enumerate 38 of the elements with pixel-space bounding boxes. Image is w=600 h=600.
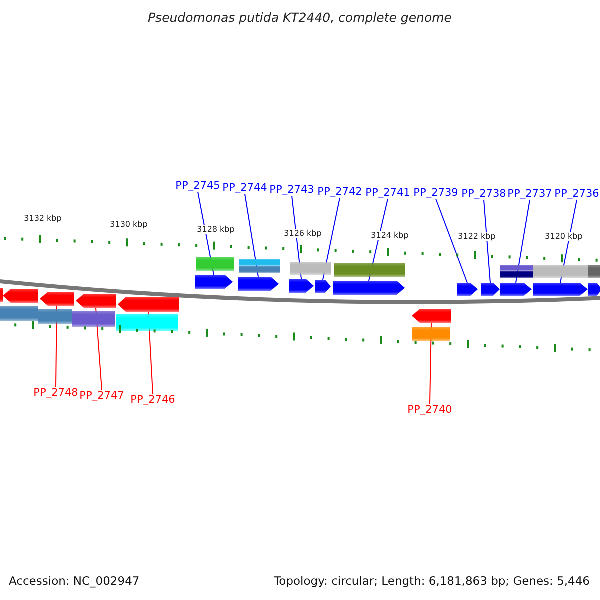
gene-symbol <box>238 277 279 291</box>
scale-label: 3126 kbp <box>283 229 323 238</box>
gene-symbol <box>315 280 331 293</box>
leader-line <box>436 198 468 284</box>
scale-label: 3120 kbp <box>544 232 584 241</box>
scale-label: 3132 kbp <box>23 214 63 223</box>
gene-symbol <box>3 289 38 303</box>
gene-label: PP_2741 <box>366 187 410 199</box>
scale-label: 3124 kbp <box>370 231 410 240</box>
scale-label: 3130 kbp <box>109 220 149 229</box>
gene-label: PP_2738 <box>462 188 506 200</box>
gene-label: PP_2748 <box>34 387 78 399</box>
gene-symbol <box>289 279 314 293</box>
gene-label: PP_2739 <box>414 187 458 199</box>
gene-label: PP_2742 <box>318 186 362 198</box>
gene-label: PP_2747 <box>80 390 124 402</box>
gene-symbol <box>457 283 478 296</box>
gene-label: PP_2736 <box>554 188 600 200</box>
gene-symbol <box>76 294 116 308</box>
gene-symbol <box>40 292 74 306</box>
gene-symbol <box>333 281 405 295</box>
gene-symbol <box>195 275 233 289</box>
gene-symbol <box>118 297 179 312</box>
leader-line <box>484 200 491 284</box>
scale-label: 3122 kbp <box>457 232 497 241</box>
footer-text: Accession: NC_002947 <box>9 574 140 588</box>
gene-label: PP_2744 <box>222 182 268 194</box>
gene-symbol <box>500 283 532 296</box>
gene-symbol <box>412 309 451 323</box>
gene-label: PP_2743 <box>270 184 314 196</box>
gene-label: PP_2737 <box>508 188 552 200</box>
gene-label: PP_2745 <box>176 180 220 192</box>
gene-symbol <box>481 283 500 296</box>
scale-label: 3128 kbp <box>196 225 236 234</box>
footer-text: Topology: circular; Length: 6,181,863 bp; Genes: 5,446 <box>274 574 590 588</box>
gene-label: PP_2740 <box>408 404 452 416</box>
title: Pseudomonas putida KT2440, complete genome <box>148 10 452 25</box>
gene-label: PP_2746 <box>130 394 176 406</box>
